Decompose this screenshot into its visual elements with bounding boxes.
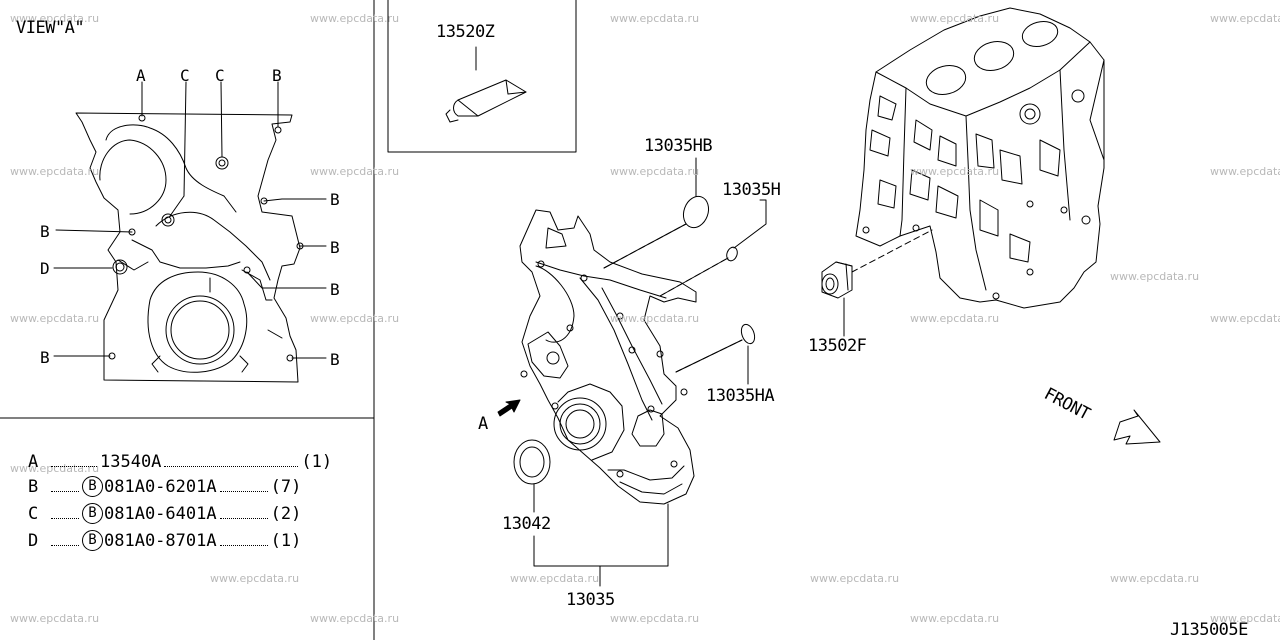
legend-quantity: (1) [270,530,302,551]
watermark: www.epcdata.ru [1210,312,1280,325]
arrow-a-drawing [497,399,521,417]
part-label-13035ha[interactable]: 13035HA [706,386,775,406]
watermark: www.epcdata.ru [910,165,1000,178]
watermark: www.epcdata.ru [10,612,100,625]
callout-b: B [330,238,340,257]
legend-key: D [28,530,39,551]
callout-c: C [180,66,190,85]
part-label-13035hb[interactable]: 13035HB [644,136,713,156]
watermark: www.epcdata.ru [310,312,400,325]
callout-b: B [330,190,340,209]
part-label-13042[interactable]: 13042 [502,514,551,534]
legend-part-number: 13540A [100,452,162,472]
legend-row: B B 081A0-6201A (7) [28,476,301,497]
callout-b: B [272,66,282,85]
watermark: www.epcdata.ru [210,572,300,585]
watermark: www.epcdata.ru [910,12,1000,25]
watermark: www.epcdata.ru [1110,572,1200,585]
watermark: www.epcdata.ru [1210,12,1280,25]
part-label-13035[interactable]: 13035 [566,590,615,610]
watermark: www.epcdata.ru [10,462,100,475]
watermark: www.epcdata.ru [10,312,100,325]
callout-b: B [330,280,340,299]
watermark: www.epcdata.ru [910,312,1000,325]
assembly-dashed-lines [603,223,743,373]
legend-quantity: (7) [270,476,302,497]
view-a-leader-lines [53,81,327,359]
callout-a: A [136,66,146,85]
front-arrow-drawing [1113,409,1161,445]
watermark: www.epcdata.ru [810,572,900,585]
view-a-cover-drawing [75,112,304,383]
watermark: www.epcdata.ru [310,12,400,25]
watermark: www.epcdata.ru [510,572,600,585]
part-label-13035h[interactable]: 13035H [722,180,781,200]
view-title: VIEW"A" [16,18,85,38]
callout-b: B [40,348,50,367]
callout-c: C [215,66,225,85]
watermark: www.epcdata.ru [610,12,700,25]
watermark: www.epcdata.ru [1110,270,1200,283]
legend-row: A 13540A (1) [28,452,332,472]
watermark: www.epcdata.ru [610,312,700,325]
watermark: www.epcdata.ru [310,165,400,178]
callout-b: B [40,222,50,241]
front-cover-leaders [513,157,767,587]
watermark: www.epcdata.ru [10,165,100,178]
oil-seal-13502f-drawing [821,229,933,337]
callout-b: B [330,350,340,369]
view-a-arrow-label: A [478,414,488,434]
watermark: www.epcdata.ru [310,612,400,625]
legend-row: C B 081A0-6401A (2) [28,503,301,524]
legend-key: A [28,452,39,472]
legend-quantity: (2) [270,503,302,524]
watermark: www.epcdata.ru [610,165,700,178]
part-label-13520z[interactable]: 13520Z [436,22,495,42]
watermark: www.epcdata.ru [1210,612,1280,625]
legend-key: B [28,476,39,497]
watermark: www.epcdata.ru [1210,165,1280,178]
legend-part-number: 081A0-6201A [104,476,217,497]
bolt-symbol-icon: B [82,530,103,551]
legend-part-number: 081A0-6401A [104,503,217,524]
callout-d: D [40,259,50,278]
legend-quantity: (1) [301,452,333,472]
legend-row: D B 081A0-8701A (1) [28,530,301,551]
legend-part-number: 081A0-8701A [104,530,217,551]
diagram-code: J135005E [1170,620,1248,640]
watermark: www.epcdata.ru [10,12,100,25]
part-label-13502f[interactable]: 13502F [808,336,867,356]
watermark: www.epcdata.ru [910,612,1000,625]
watermark: www.epcdata.ru [610,612,700,625]
engine-block-drawing [855,7,1105,309]
bolt-symbol-icon: B [82,476,103,497]
bolt-symbol-icon: B [82,503,103,524]
legend-key: C [28,503,39,524]
sealant-tube-drawing [445,46,527,123]
panel-dividers [0,0,577,640]
front-cover-drawing [519,209,697,505]
